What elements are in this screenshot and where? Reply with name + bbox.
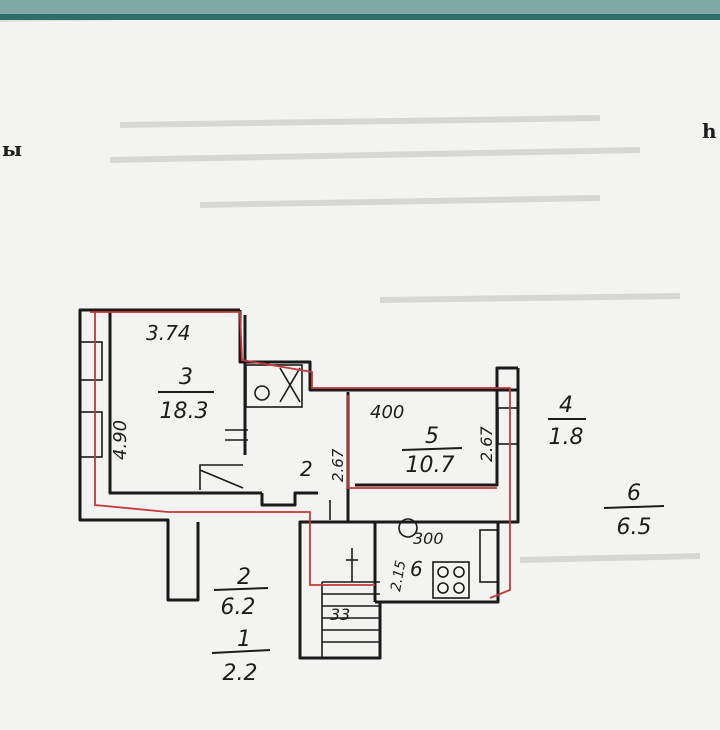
red-boundary-inner xyxy=(347,395,497,489)
room-1-fraction-bar xyxy=(211,649,271,654)
window-room5 xyxy=(497,407,519,445)
room-4-area: 1.8 xyxy=(549,425,584,450)
floor-plan xyxy=(78,308,520,660)
top-border-line xyxy=(0,14,720,20)
room-5-area: 10.7 xyxy=(406,453,455,478)
window-left-2 xyxy=(79,411,103,458)
room-4-number: 4 xyxy=(559,393,573,418)
room-fraction-5: 5 10.7 xyxy=(401,424,463,478)
door-room3 xyxy=(199,464,243,490)
dim-room3-width: 3.74 xyxy=(146,321,191,345)
room-fraction-1: 1 2.2 xyxy=(211,627,271,686)
wall-hall-divider xyxy=(298,392,382,660)
stove xyxy=(432,561,470,599)
wall-south xyxy=(260,491,318,507)
stair-label: 33 xyxy=(330,605,350,624)
room-1-number: 1 xyxy=(237,627,251,652)
room-6-fraction-bar xyxy=(603,505,665,509)
room-fraction-6: 6 6.5 xyxy=(603,481,665,540)
dim-room5-width: 400 xyxy=(370,402,404,423)
window-kitchen xyxy=(479,529,499,583)
kitchen-number: 6 xyxy=(410,557,423,581)
room-fraction-3: 3 18.3 xyxy=(158,365,214,424)
red-boundary-upper xyxy=(90,311,511,599)
room-6-number: 6 xyxy=(627,481,641,506)
dim-kitchen-length: 2.15 xyxy=(388,559,409,593)
bleed-through-text xyxy=(109,115,701,563)
window-left-1 xyxy=(79,341,103,381)
closet-cross-b xyxy=(279,367,301,403)
door-room3-swing xyxy=(199,469,244,489)
wall-east xyxy=(355,366,518,487)
room-3-area: 18.3 xyxy=(160,399,209,424)
red-boundary-main xyxy=(94,312,375,586)
edge-mark-left: ы xyxy=(2,137,22,161)
dim-room3-length: 4.90 xyxy=(110,420,131,460)
room-2-number: 2 xyxy=(237,565,251,590)
room-fraction-2: 2 6.2 xyxy=(213,565,269,620)
staircase xyxy=(321,548,380,658)
hall-number: 2 xyxy=(300,457,313,481)
room-3-number: 3 xyxy=(179,365,193,390)
paper-sheet xyxy=(0,10,720,730)
dimension-labels: 3.74 4.90 400 2.67 2.67 300 2.15 33 xyxy=(110,321,496,624)
toilet-symbol xyxy=(254,385,270,401)
edge-mark-right: h xyxy=(702,119,717,143)
stove-burners xyxy=(437,566,465,594)
room-2-area: 6.2 xyxy=(221,595,256,620)
wall-outer-left xyxy=(78,308,240,602)
room-5-fraction-bar xyxy=(401,447,463,451)
sink-symbol xyxy=(398,518,418,538)
dim-hall-width: 2.67 xyxy=(329,448,347,482)
room-5-number: 5 xyxy=(425,424,439,449)
room-6-area: 6.5 xyxy=(617,515,652,540)
room-1-area: 2.2 xyxy=(223,661,258,686)
dim-kitchen-width: 300 xyxy=(413,529,444,548)
room-2-fraction-bar xyxy=(213,587,269,591)
room-fraction-4: 4 1.8 xyxy=(548,393,586,450)
dim-room5-length: 2.67 xyxy=(477,426,496,462)
wall-outer-left-inner xyxy=(108,312,262,495)
wall-room3-right xyxy=(238,310,518,392)
wall-east-outer xyxy=(375,368,520,604)
